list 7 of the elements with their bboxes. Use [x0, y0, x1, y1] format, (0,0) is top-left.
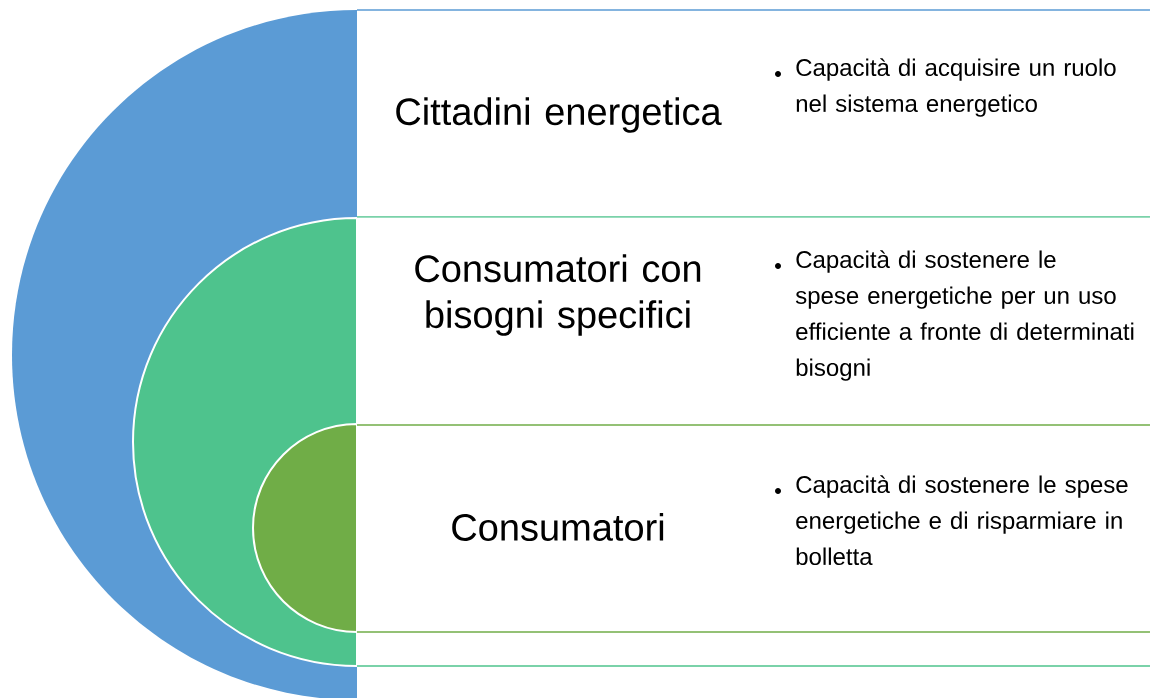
- bullet-text: Capacità di sostenere le spese energetiche e di risparmiare in bolletta: [796, 475, 1128, 566]
- rule: [356, 9, 1150, 11]
- band-title: Cittadini energetica: [396, 97, 722, 133]
- bullet-text: Capacità di acquisire un ruolo nel sistema energetico: [796, 58, 1116, 117]
- bullet-text: Capacità di sostenere le spese energetiche per un uso efficiente a fronte di determinati bisogni: [795, 250, 1134, 381]
- band-title: Consumatori con bisogni specifici: [415, 254, 701, 336]
- band-title: Consumatori: [452, 513, 664, 541]
